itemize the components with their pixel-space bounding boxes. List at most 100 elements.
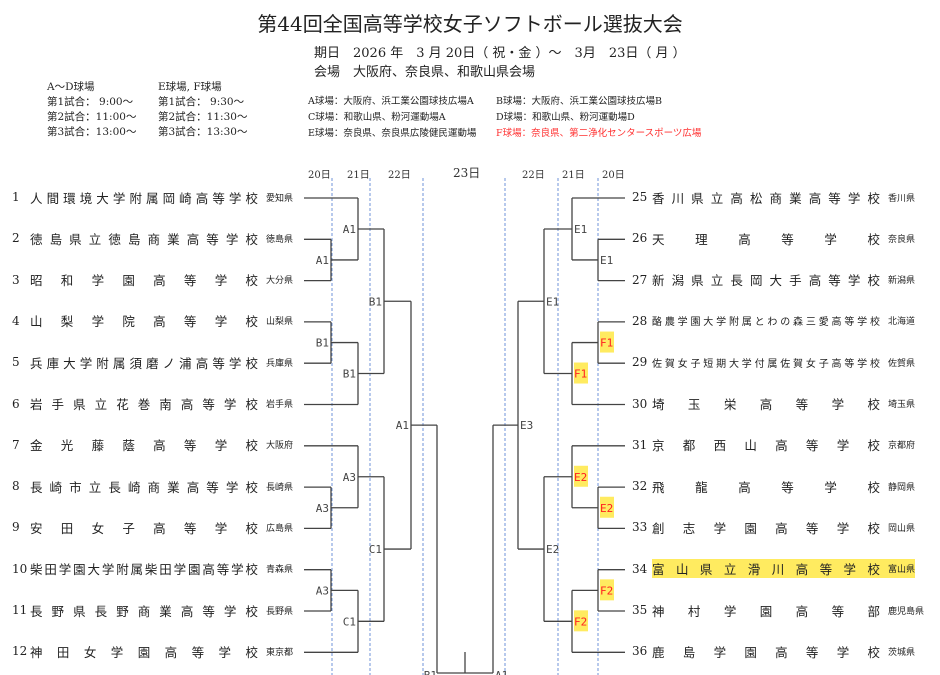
team-prefecture: 香川県 <box>888 193 916 204</box>
team-name: 長崎市立長崎商業高等学校 <box>30 479 258 495</box>
team-prefecture: 岡山県 <box>888 523 916 534</box>
schedule-heading: A～D球場 <box>47 81 95 93</box>
team-number: 25 <box>632 190 648 204</box>
team-number: 11 <box>12 603 28 617</box>
team-number: 7 <box>12 437 20 452</box>
team-prefecture: 大阪府 <box>266 441 294 452</box>
match-label: F1 <box>574 368 587 381</box>
match-label: A1 <box>316 254 329 267</box>
match-label: B1 <box>369 295 382 308</box>
team-number: 29 <box>632 355 648 370</box>
team-row: 36 鹿島学園高等学校茨城県 <box>632 642 915 660</box>
team-number: 9 <box>12 520 20 535</box>
team-name: 神田女学園高等学校 <box>30 644 258 660</box>
match-label: A3 <box>343 471 356 484</box>
match-highlight <box>574 610 588 632</box>
team-row: 33 創志学園高等学校岡山県 <box>632 518 915 536</box>
team-name: 酪農学園大学附属とわの森三愛高等学校 <box>652 317 880 329</box>
team-number: 33 <box>632 520 648 535</box>
match-label: E2 <box>546 543 559 556</box>
team-number: 10 <box>12 561 28 576</box>
team-row: 4 山梨学院高等学校山梨県 <box>12 312 293 330</box>
team-name: 創志学園高等学校 <box>652 520 880 536</box>
match-highlight <box>574 362 588 384</box>
schedule-ad: A～D球場 第1試合： 9:00～ 第2試合：11:00～ 第3試合：13:00… <box>47 80 136 140</box>
schedule-time: 第1試合： 9:00～ <box>47 96 134 108</box>
schedule-time: 第1試合： 9:30～ <box>158 96 245 108</box>
team-number: 30 <box>632 396 648 411</box>
team-name: 鹿島学園高等学校 <box>652 644 880 660</box>
tournament-venue: 会場 大阪府、奈良県、和歌山県会場 <box>314 65 536 80</box>
match-label: E2 <box>574 471 587 484</box>
page-title: 第44回全国高等学校女子ソフトボール選抜大会 <box>257 12 683 36</box>
day-header: 21日 <box>562 170 585 181</box>
venue-c: C球場：和歌山県、粉河運動場A <box>308 112 446 123</box>
team-name: 岩手県立花巻南高等学校 <box>30 397 258 412</box>
team-number: 32 <box>632 479 648 494</box>
team-number: 6 <box>12 396 20 411</box>
team-name: 神村学園高等部 <box>652 603 880 619</box>
match-label: E1 <box>574 223 587 236</box>
schedule-time: 第3試合：13:30～ <box>158 126 248 138</box>
venue-b: B球場：大阪府、浜工業公園球技広場B <box>496 96 662 107</box>
team-prefecture: 北海道 <box>888 317 916 328</box>
day-header: 22日 <box>388 170 411 181</box>
team-number: 1 <box>12 190 20 204</box>
team-number: 34 <box>632 561 648 576</box>
team-prefecture: 東京都 <box>266 647 294 658</box>
schedule-heading: E球場, F球場 <box>158 81 222 93</box>
team-name: 山梨学院高等学校 <box>30 314 258 330</box>
team-prefecture: 長野県 <box>266 606 294 617</box>
match-highlight <box>600 331 614 353</box>
team-name: 埼玉栄高等学校 <box>652 397 880 412</box>
team-number: 12 <box>12 644 28 659</box>
team-number: 31 <box>632 437 648 452</box>
team-name: 佐賀女子短期大学付属佐賀女子高等学校 <box>652 358 880 370</box>
match-label: C1 <box>369 543 382 556</box>
team-prefecture: 茨城県 <box>888 647 916 658</box>
highlighted-team: 富山県立滑川高等学校富山県 <box>652 559 916 579</box>
team-number: 26 <box>632 231 648 246</box>
team-name: 兵庫大学附属須磨ノ浦高等学校 <box>30 355 258 371</box>
match-label: F1 <box>600 337 613 350</box>
match-highlight <box>600 579 614 601</box>
team-number: 36 <box>632 644 648 659</box>
team-number: 4 <box>12 313 20 328</box>
team-name: 人間環境大学附属岡崎高等学校 <box>30 190 258 206</box>
team-row: 31 京都西山高等学校京都府 <box>632 436 915 454</box>
day-header: 20日 <box>602 170 625 181</box>
match-label: B1 <box>424 669 437 675</box>
team-name: 柴田学園大学附属柴田学園高等学校 <box>30 562 258 578</box>
team-name: 昭和学園高等学校 <box>30 273 258 289</box>
team-prefecture: 山梨県 <box>266 317 294 328</box>
team-row: 1 人間環境大学附属岡崎高等学校愛知県 <box>12 188 293 206</box>
team-number: 3 <box>12 272 20 287</box>
day-header: 20日 <box>308 170 331 181</box>
team-prefecture: 兵庫県 <box>266 358 294 369</box>
team-name: 京都西山高等学校 <box>652 438 880 454</box>
team-prefecture: 長崎県 <box>266 482 294 493</box>
team-prefecture: 静岡県 <box>888 482 916 493</box>
team-row: 7 金光藤蔭高等学校大阪府 <box>12 436 293 454</box>
team-number: 5 <box>12 355 20 370</box>
schedule-ef: E球場, F球場 第1試合： 9:30～ 第2試合：11:30～ 第3試合：13… <box>158 80 247 140</box>
team-name: 長野県長野商業高等学校 <box>30 603 258 619</box>
team-prefecture: 京都府 <box>888 441 916 452</box>
team-number: 2 <box>12 231 20 246</box>
team-prefecture: 愛知県 <box>266 193 294 204</box>
schedule-time: 第3試合：13:00～ <box>47 126 137 138</box>
team-name: 金光藤蔭高等学校 <box>30 438 258 454</box>
match-label: B1 <box>316 337 329 350</box>
match-label: F2 <box>574 615 587 628</box>
